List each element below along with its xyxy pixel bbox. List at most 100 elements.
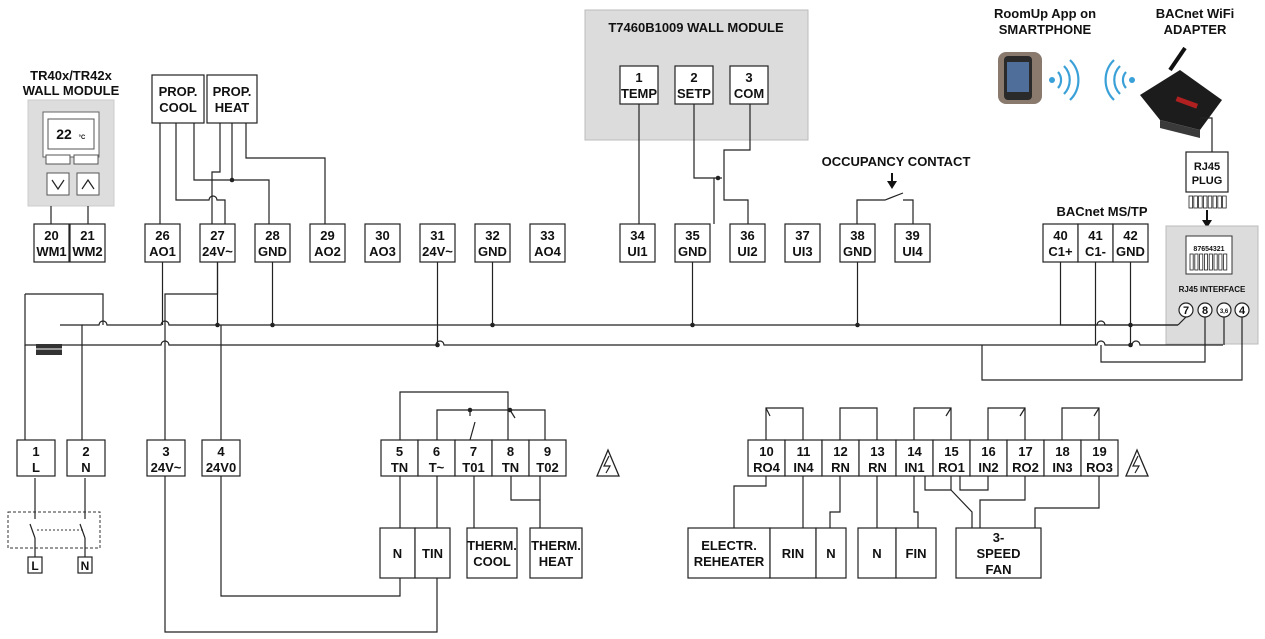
terminal-number: 41 [1088,228,1102,243]
terminal-number: 31 [430,228,444,243]
terminal-label: AO3 [369,244,396,259]
load-label: HEAT [539,554,573,569]
rj45-interface-label: RJ45 INTERFACE [1179,285,1246,294]
terminal-label: RO1 [938,460,965,475]
load-box [857,527,897,579]
supply-L-box [27,556,43,574]
terminal-label: WM1 [36,244,66,259]
terminal-label: IN3 [1052,460,1072,475]
wire [1177,316,1187,326]
bacnet-label: BACnet MS/TP [1057,204,1148,219]
terminal-number: 3 [162,444,169,459]
rj45-circle-label: 4 [1239,305,1246,317]
wire [1059,262,1178,326]
plug-pin [1203,195,1208,209]
supply-L-label: L [31,559,38,573]
terminal-box [364,223,401,263]
terminal-label: L [32,460,40,475]
tr-module-title-line2: WALL MODULE [23,83,120,98]
wire [829,476,841,528]
terminal-label: C1+ [1048,244,1073,259]
terminal-box [839,223,876,263]
terminal-number: 29 [320,228,334,243]
socket-pin [1199,253,1204,271]
down-arrow-button [46,172,70,196]
terminal-box [729,65,769,105]
terminal-number: 1 [635,70,642,85]
high-voltage-warning-icon [596,448,620,477]
plug-arrow-icon [1202,220,1212,228]
terminal-box [69,223,106,263]
socket-pin [1189,253,1194,271]
wire [1100,317,1206,363]
terminal-label: T02 [536,460,558,475]
terminal-box [199,223,236,263]
terminal-number: 21 [80,228,94,243]
wire [82,340,1223,346]
terminal-2: 2N [66,439,106,477]
terminal-label: T~ [429,460,445,475]
rj45-plug-line2: PLUG [1192,175,1223,187]
junction-dot [229,177,235,183]
load-label: THERM. [467,538,517,553]
wire [1093,407,1100,417]
adapter-label-line2: ADAPTER [1164,22,1227,37]
wifi-signal-icon [1049,59,1080,101]
wire [25,293,104,325]
tr-key-right [73,154,99,165]
terminal-box [619,223,656,263]
prop-cool-line2: COOL [159,100,197,115]
terminal-box [491,439,530,477]
terminal-box [784,439,823,477]
terminal-number: 10 [759,444,773,459]
terminal-label: RO4 [753,460,781,475]
terminal-number: 38 [850,228,864,243]
terminal-box [619,65,659,105]
terminal-label: COM [734,86,764,101]
wifi-adapter-icon [1140,46,1222,138]
terminal-box [201,439,241,477]
terminal-label: UI4 [902,244,923,259]
terminal-label: UI3 [792,244,812,259]
rj45-socket-pins [1189,253,1228,271]
terminal-number: 2 [82,444,89,459]
terminal-number: 2 [690,70,697,85]
socket-pin [1223,253,1228,271]
terminal-label: UI1 [627,244,647,259]
load-label: SPEED [976,546,1020,561]
terminal-label: 24V~ [202,244,233,259]
terminal-box [33,223,70,263]
terminal-box [674,223,711,263]
terminal-label: AO2 [314,244,341,259]
wire [945,407,952,417]
wire [1034,476,1100,528]
load-label: ELECTR. [701,538,757,553]
supply-N-box [77,556,93,574]
terminal-number: 42 [1123,228,1137,243]
terminal-number: 3 [745,70,752,85]
terminal-number: 8 [507,444,514,459]
plug-pin [1188,195,1193,209]
plug-pin [1193,195,1198,209]
terminal-label: AO4 [534,244,562,259]
terminal-box [895,439,934,477]
up-arrow-icon [81,178,95,190]
occupancy-label: OCCUPANCY CONTACT [822,154,971,169]
terminal-number: 17 [1018,444,1032,459]
